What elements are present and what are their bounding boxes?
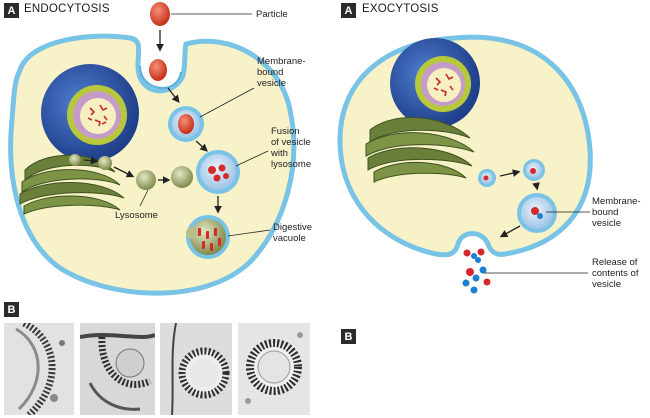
label-particle: Particle bbox=[256, 9, 288, 20]
label-dv-line2: vacuole bbox=[273, 233, 306, 244]
exocytosis-title: EXOCYTOSIS bbox=[362, 3, 439, 15]
panel-b-badge-right: B bbox=[341, 329, 356, 344]
micrograph-4 bbox=[238, 323, 310, 415]
endocytosis-cell bbox=[8, 2, 297, 296]
label-fusion-line1: Fusion bbox=[271, 126, 300, 137]
exocytosis-cell bbox=[337, 34, 593, 294]
particle-entering bbox=[149, 59, 167, 81]
exocytosis-golgi bbox=[365, 117, 475, 183]
invagination-pocket bbox=[139, 65, 182, 89]
endocytosis-arrows bbox=[83, 30, 222, 214]
label-lysosome: Lysosome bbox=[115, 210, 158, 221]
panel-b-badge-left: B bbox=[4, 302, 19, 317]
label-fusion-line4: lysosome bbox=[271, 159, 312, 170]
label-release-line1: Release of bbox=[592, 257, 638, 268]
label-release-line2: contents of bbox=[592, 268, 639, 279]
label-mbv-line1: Membrane- bbox=[257, 56, 306, 67]
micrograph-1 bbox=[4, 323, 74, 415]
exocytosis-arrows bbox=[499, 169, 540, 238]
label-exo-mbv-line1: Membrane- bbox=[592, 196, 641, 207]
label-exo-mbv-line2: bound bbox=[592, 207, 619, 218]
nucleus bbox=[41, 64, 139, 162]
label-mbv-line2: bound bbox=[257, 67, 284, 78]
label-dv-line1: Digestive bbox=[273, 222, 313, 233]
label-fusion: Fusion of vesicle with lysosome bbox=[271, 126, 311, 170]
endocytosis-title: ENDOCYTOSIS bbox=[24, 3, 110, 15]
exocytosis-membrane-vesicle bbox=[517, 193, 557, 233]
label-release-line3: vesicle bbox=[592, 279, 622, 290]
label-release: Release of contents of vesicle bbox=[592, 257, 638, 290]
panel-a-badge-left: A bbox=[4, 3, 19, 18]
lysosome-vesicles bbox=[69, 154, 193, 190]
exocytosis-nucleus bbox=[390, 38, 480, 128]
membrane-bound-vesicle bbox=[168, 106, 204, 142]
label-digestive-vacuole: Digestive vacuole bbox=[273, 222, 312, 244]
fusion-vesicle bbox=[196, 150, 240, 194]
label-fusion-line2: of vesicle bbox=[271, 137, 311, 148]
exocytosis-pointers bbox=[484, 211, 590, 274]
particle-outside bbox=[150, 2, 170, 26]
micrograph-2 bbox=[80, 323, 155, 415]
label-fusion-line3: with bbox=[271, 148, 288, 159]
label-exo-membrane-bound-vesicle: Membrane- bound vesicle bbox=[592, 196, 641, 229]
panel-a-badge-right: A bbox=[341, 3, 356, 18]
released-contents bbox=[462, 248, 491, 294]
digestive-vacuole bbox=[186, 215, 230, 259]
label-membrane-bound-vesicle: Membrane- bound vesicle bbox=[257, 56, 306, 89]
label-exo-mbv-line3: vesicle bbox=[592, 218, 622, 229]
endocytosis-pointers bbox=[139, 13, 271, 237]
label-mbv-line3: vesicle bbox=[257, 78, 287, 89]
secretory-vesicles bbox=[478, 159, 545, 187]
micrograph-3 bbox=[160, 323, 232, 415]
